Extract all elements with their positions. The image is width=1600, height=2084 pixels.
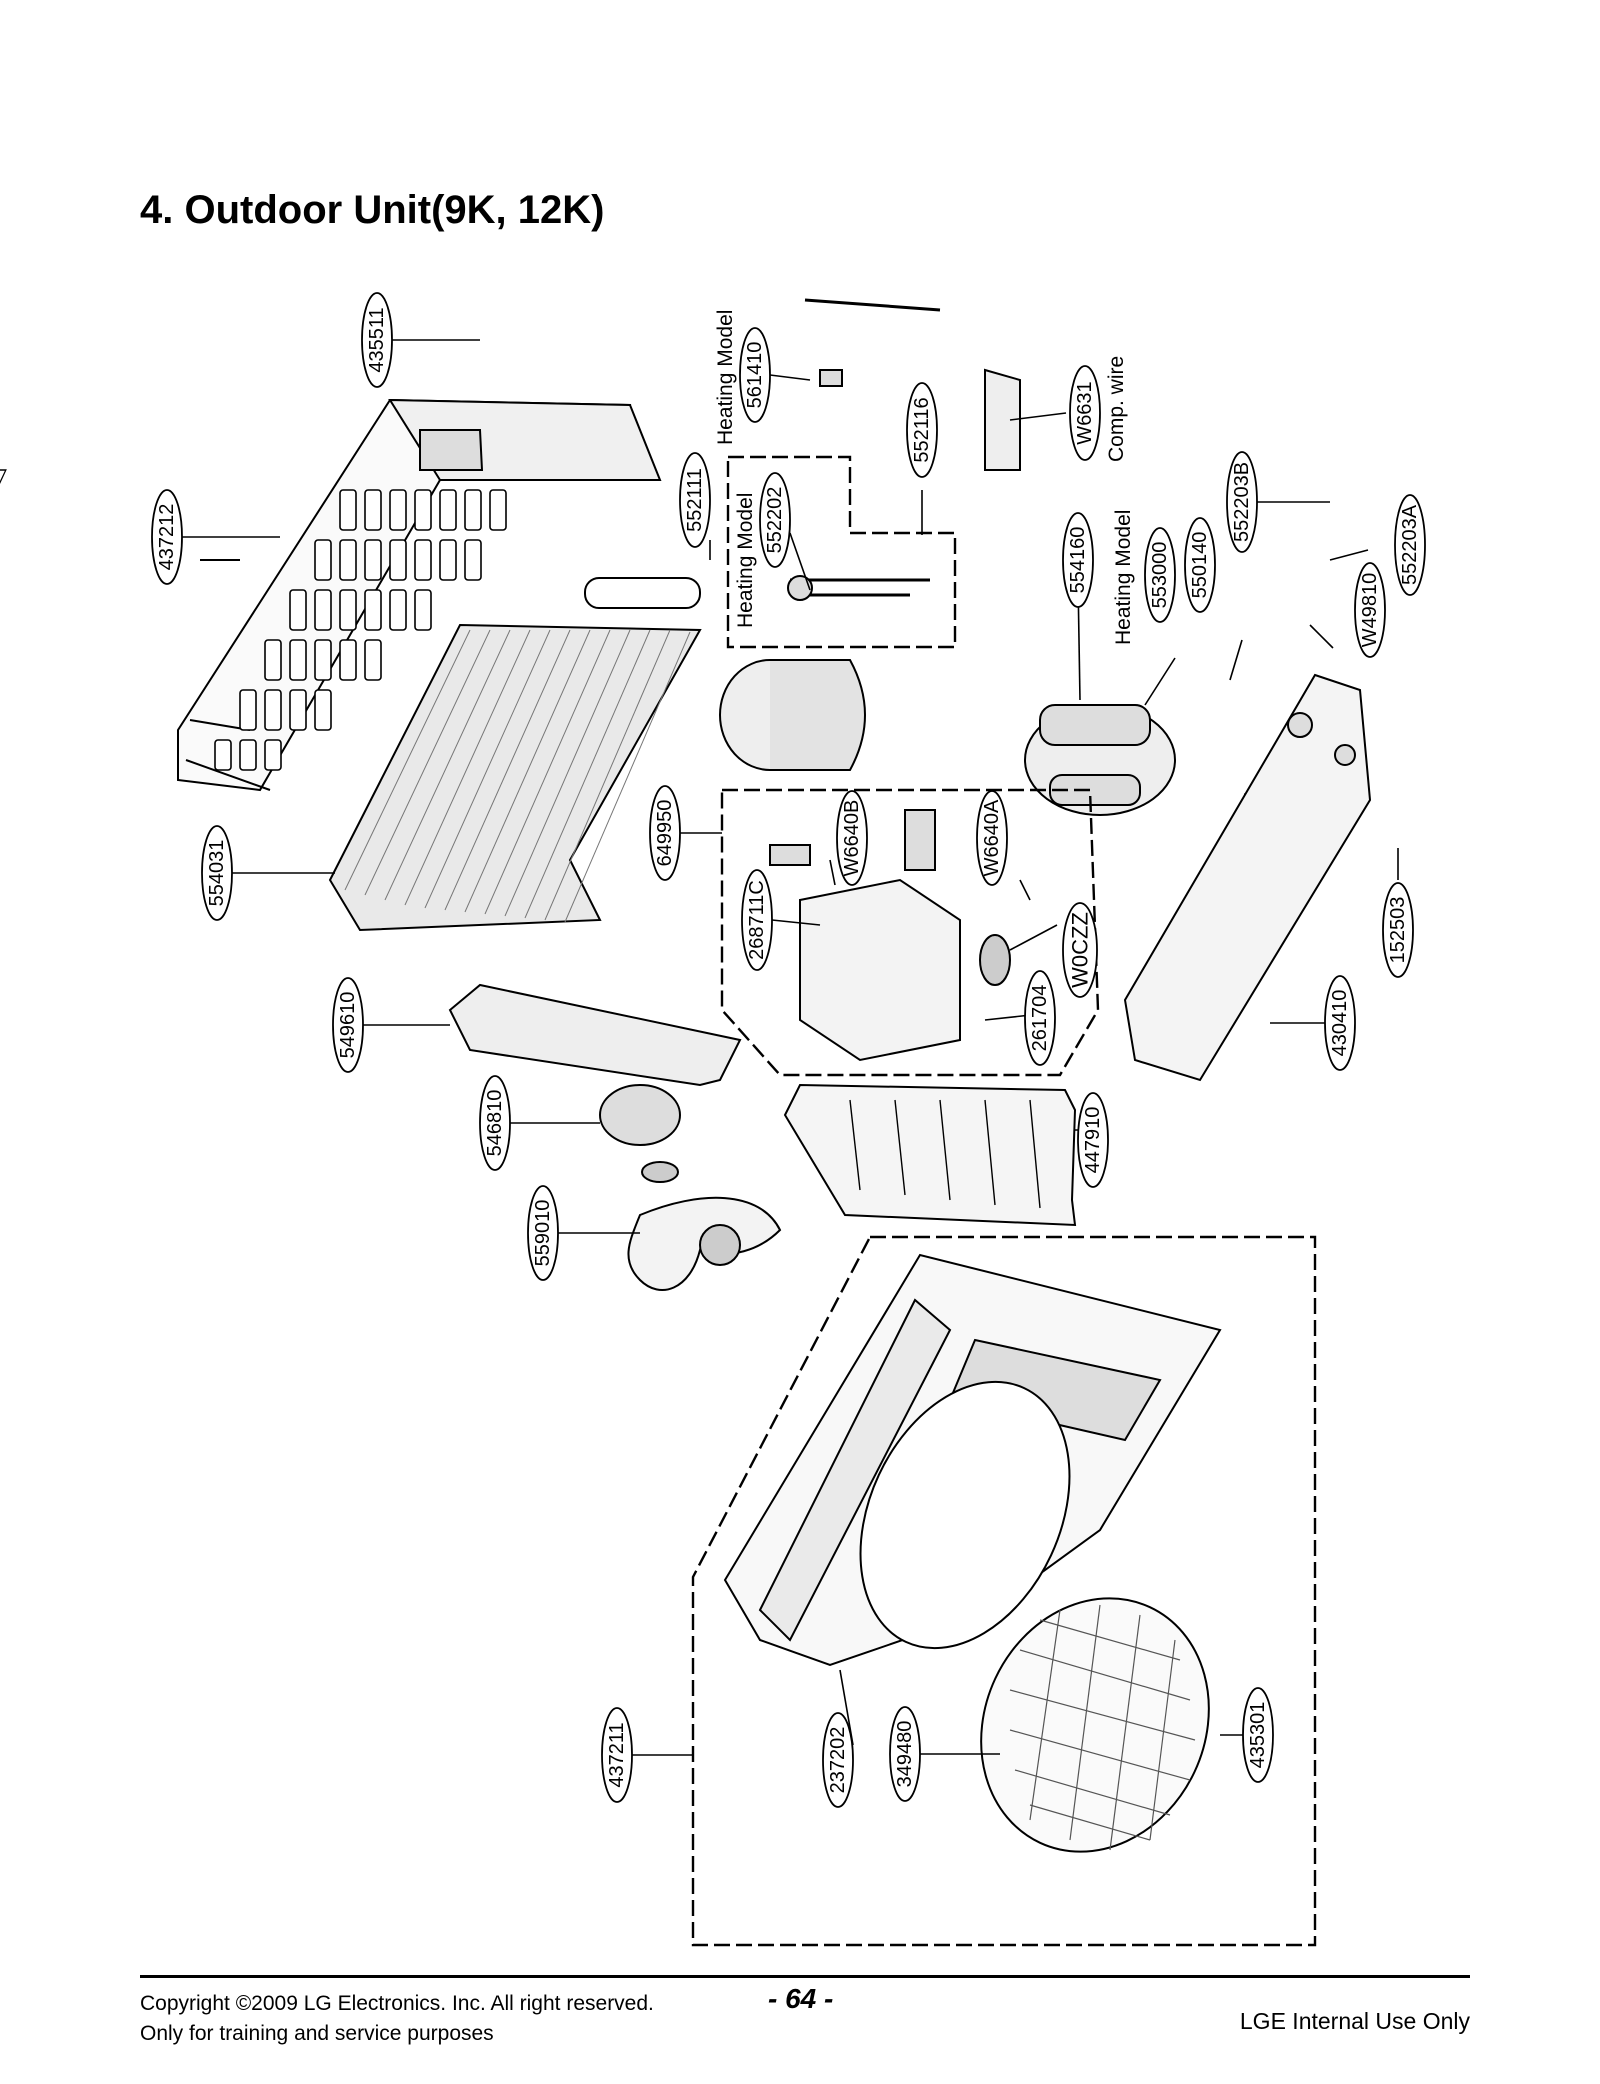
page-title: 4. Outdoor Unit(9K, 12K) — [140, 188, 605, 232]
part-number: 152503 — [1387, 897, 1409, 964]
callout-435301: 435301 — [1242, 1687, 1274, 1783]
callout-237202: 237202 — [822, 1712, 854, 1808]
part-number: 261704 — [1029, 985, 1051, 1052]
part-number: 561410 — [744, 342, 766, 409]
callout-552203A: 552203A — [1394, 494, 1426, 596]
callout-549610: 549610 — [332, 977, 364, 1073]
callout-W0CZZ: W0CZZ — [1062, 902, 1098, 998]
part-number: 552116 — [911, 397, 933, 462]
callout-554160: 554160 — [1062, 512, 1094, 608]
callout-553000: 553000 — [1144, 527, 1176, 623]
part-number: 554031 — [206, 840, 228, 907]
callout-437211: 437211 — [601, 1707, 633, 1803]
callout-W6640B: W6640B — [836, 790, 868, 886]
callout-435511: 435511 — [361, 292, 393, 388]
part-number: 237202 — [827, 1727, 849, 1794]
part-number: 546810 — [484, 1090, 506, 1157]
part-number: 649950 — [654, 800, 676, 867]
callout-W6631: W6631 — [1069, 365, 1101, 461]
callout-552111: 552111 — [679, 452, 711, 548]
internal-use-note: LGE Internal Use Only — [1239, 2008, 1470, 2034]
part-number: 447910 — [1082, 1107, 1104, 1174]
part-number: 349480 — [894, 1721, 916, 1788]
callout-649950: 649950 — [649, 785, 681, 881]
callout-552116: 552116 — [906, 382, 938, 478]
callout-559010: 559010 — [527, 1185, 559, 1281]
part-number: 435511 — [366, 307, 388, 372]
part-number: 268711C — [746, 880, 768, 960]
copyright-text: Copyright ©2009 LG Electronics. Inc. All… — [140, 1992, 654, 2015]
heating-model-note: Heating Model — [714, 310, 737, 445]
callout-349480: 349480 — [889, 1706, 921, 1802]
control-box-drawing — [769, 809, 1011, 1062]
callout-447910: 447910 — [1077, 1092, 1109, 1188]
part-number: 437211 — [606, 1722, 628, 1787]
part-number: 552202 — [764, 487, 786, 554]
part-number: 559010 — [532, 1200, 554, 1267]
part-number: 430410 — [1329, 990, 1351, 1057]
cabinet-grille-slots — [214, 489, 507, 771]
top-cabinet-drawing — [0, 398, 662, 792]
callout-550140: 550140 — [1184, 517, 1216, 613]
front-panel-drawing — [723, 1253, 1222, 1853]
training-note: Only for training and service purposes — [140, 2022, 494, 2045]
part-number: W6640A — [981, 799, 1003, 876]
part-number: W6640B — [841, 800, 863, 877]
part-number: 550140 — [1189, 532, 1211, 599]
callout-546810: 546810 — [479, 1075, 511, 1171]
callout-561410: 561410 — [739, 327, 771, 423]
callout-261704: 261704 — [1024, 970, 1056, 1066]
part-number: 554160 — [1067, 527, 1089, 594]
callout-552202: 552202 — [759, 472, 791, 568]
callout-554031: 554031 — [201, 825, 233, 921]
heating-model-note: Heating Model — [1112, 510, 1135, 645]
condenser-coil-drawing — [328, 577, 702, 932]
part-number: W0CZZ — [1068, 912, 1093, 988]
part-number: 553000 — [1149, 542, 1171, 609]
motor-bracket-drawing — [448, 983, 782, 1291]
callout-W6640A: W6640A — [976, 790, 1008, 886]
part-number: 552111 — [684, 468, 706, 532]
page-number: - 64 - — [768, 1983, 834, 2014]
heating-model-note: Heating Model — [734, 493, 757, 628]
comp-wire-note: Comp. wire — [1105, 356, 1128, 462]
callout-152503: 152503 — [1382, 882, 1414, 978]
heating-model-box — [726, 455, 957, 649]
control-box-outline — [720, 788, 1100, 1077]
callout-437212: 437212 — [151, 489, 183, 585]
footer-divider — [140, 1975, 1470, 1978]
part-number: 437212 — [156, 504, 178, 571]
front-panel-outline — [691, 1235, 1317, 1947]
part-number: 552203B — [1231, 462, 1253, 542]
base-pan-drawing — [1123, 673, 1372, 1082]
callout-268711C: 268711C — [741, 869, 773, 971]
callout-W49810: W49810 — [1354, 562, 1386, 658]
compressor-drawing — [719, 659, 1176, 816]
callout-430410: 430410 — [1324, 975, 1356, 1071]
side-cover-drawing — [783, 1083, 1077, 1227]
part-number: 549610 — [337, 992, 359, 1059]
part-number: 552203A — [1399, 504, 1421, 585]
part-number: W6631 — [1074, 381, 1096, 444]
callout-552203B: 552203B — [1226, 451, 1258, 553]
part-number: W49810 — [1359, 573, 1381, 648]
part-number: 435301 — [1247, 1702, 1269, 1769]
